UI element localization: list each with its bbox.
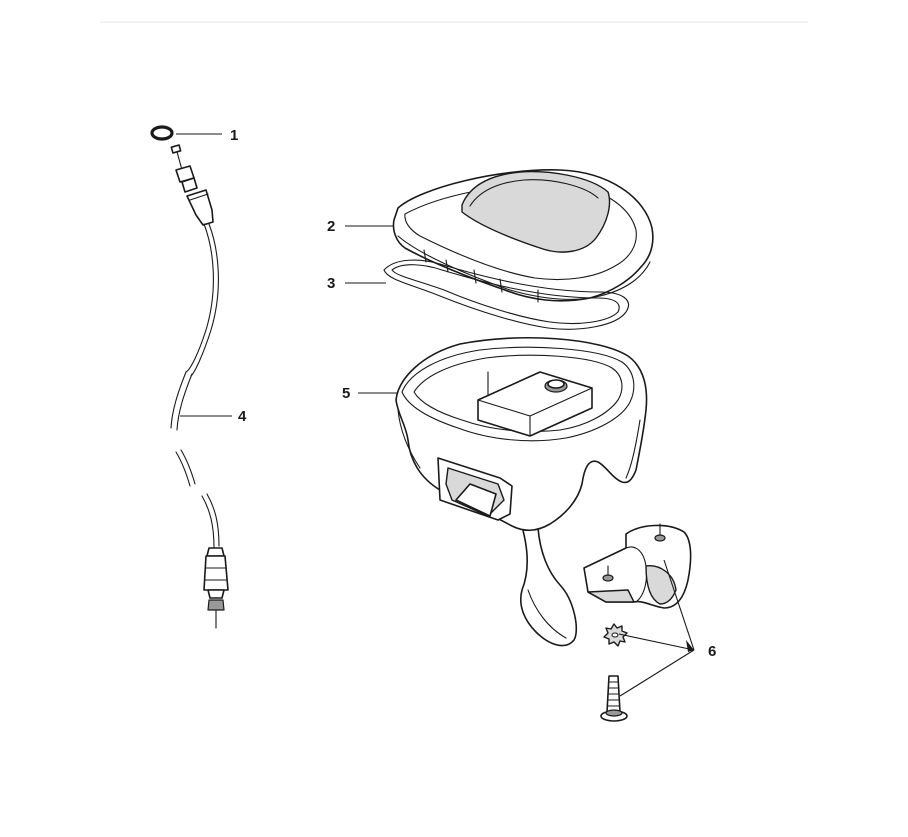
callout-2: 2: [327, 218, 335, 235]
callout-4: 4: [238, 408, 247, 425]
callout-5: 5: [342, 385, 350, 402]
leader-lines: [176, 133, 695, 697]
callout-1: 1: [230, 127, 238, 144]
throttle-cable-part: [170, 144, 229, 629]
gasket-part: [383, 259, 629, 330]
throttle-housing-part: [395, 336, 648, 647]
o-ring-part: [150, 125, 174, 141]
callout-3: 3: [327, 275, 335, 292]
clamp-hardware-part: [583, 523, 692, 722]
callout-6: 6: [708, 643, 716, 660]
cover-part: [392, 169, 654, 303]
leader-line-6: [618, 559, 695, 697]
